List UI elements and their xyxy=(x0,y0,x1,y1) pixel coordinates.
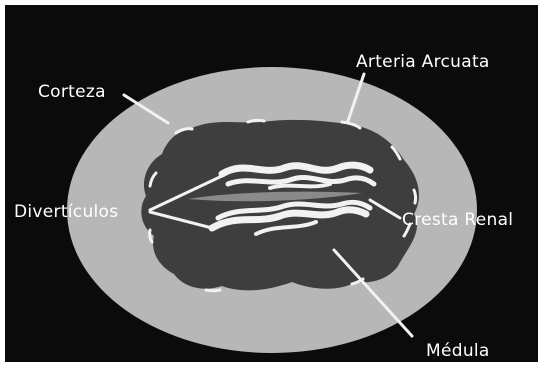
label-diverticulos: Divertículos xyxy=(14,202,118,222)
label-medula: Médula xyxy=(426,341,490,361)
label-cresta-renal: Cresta Renal xyxy=(402,210,513,230)
label-corteza: Corteza xyxy=(38,82,106,102)
label-arteria-arcuata: Arteria Arcuata xyxy=(356,52,490,72)
